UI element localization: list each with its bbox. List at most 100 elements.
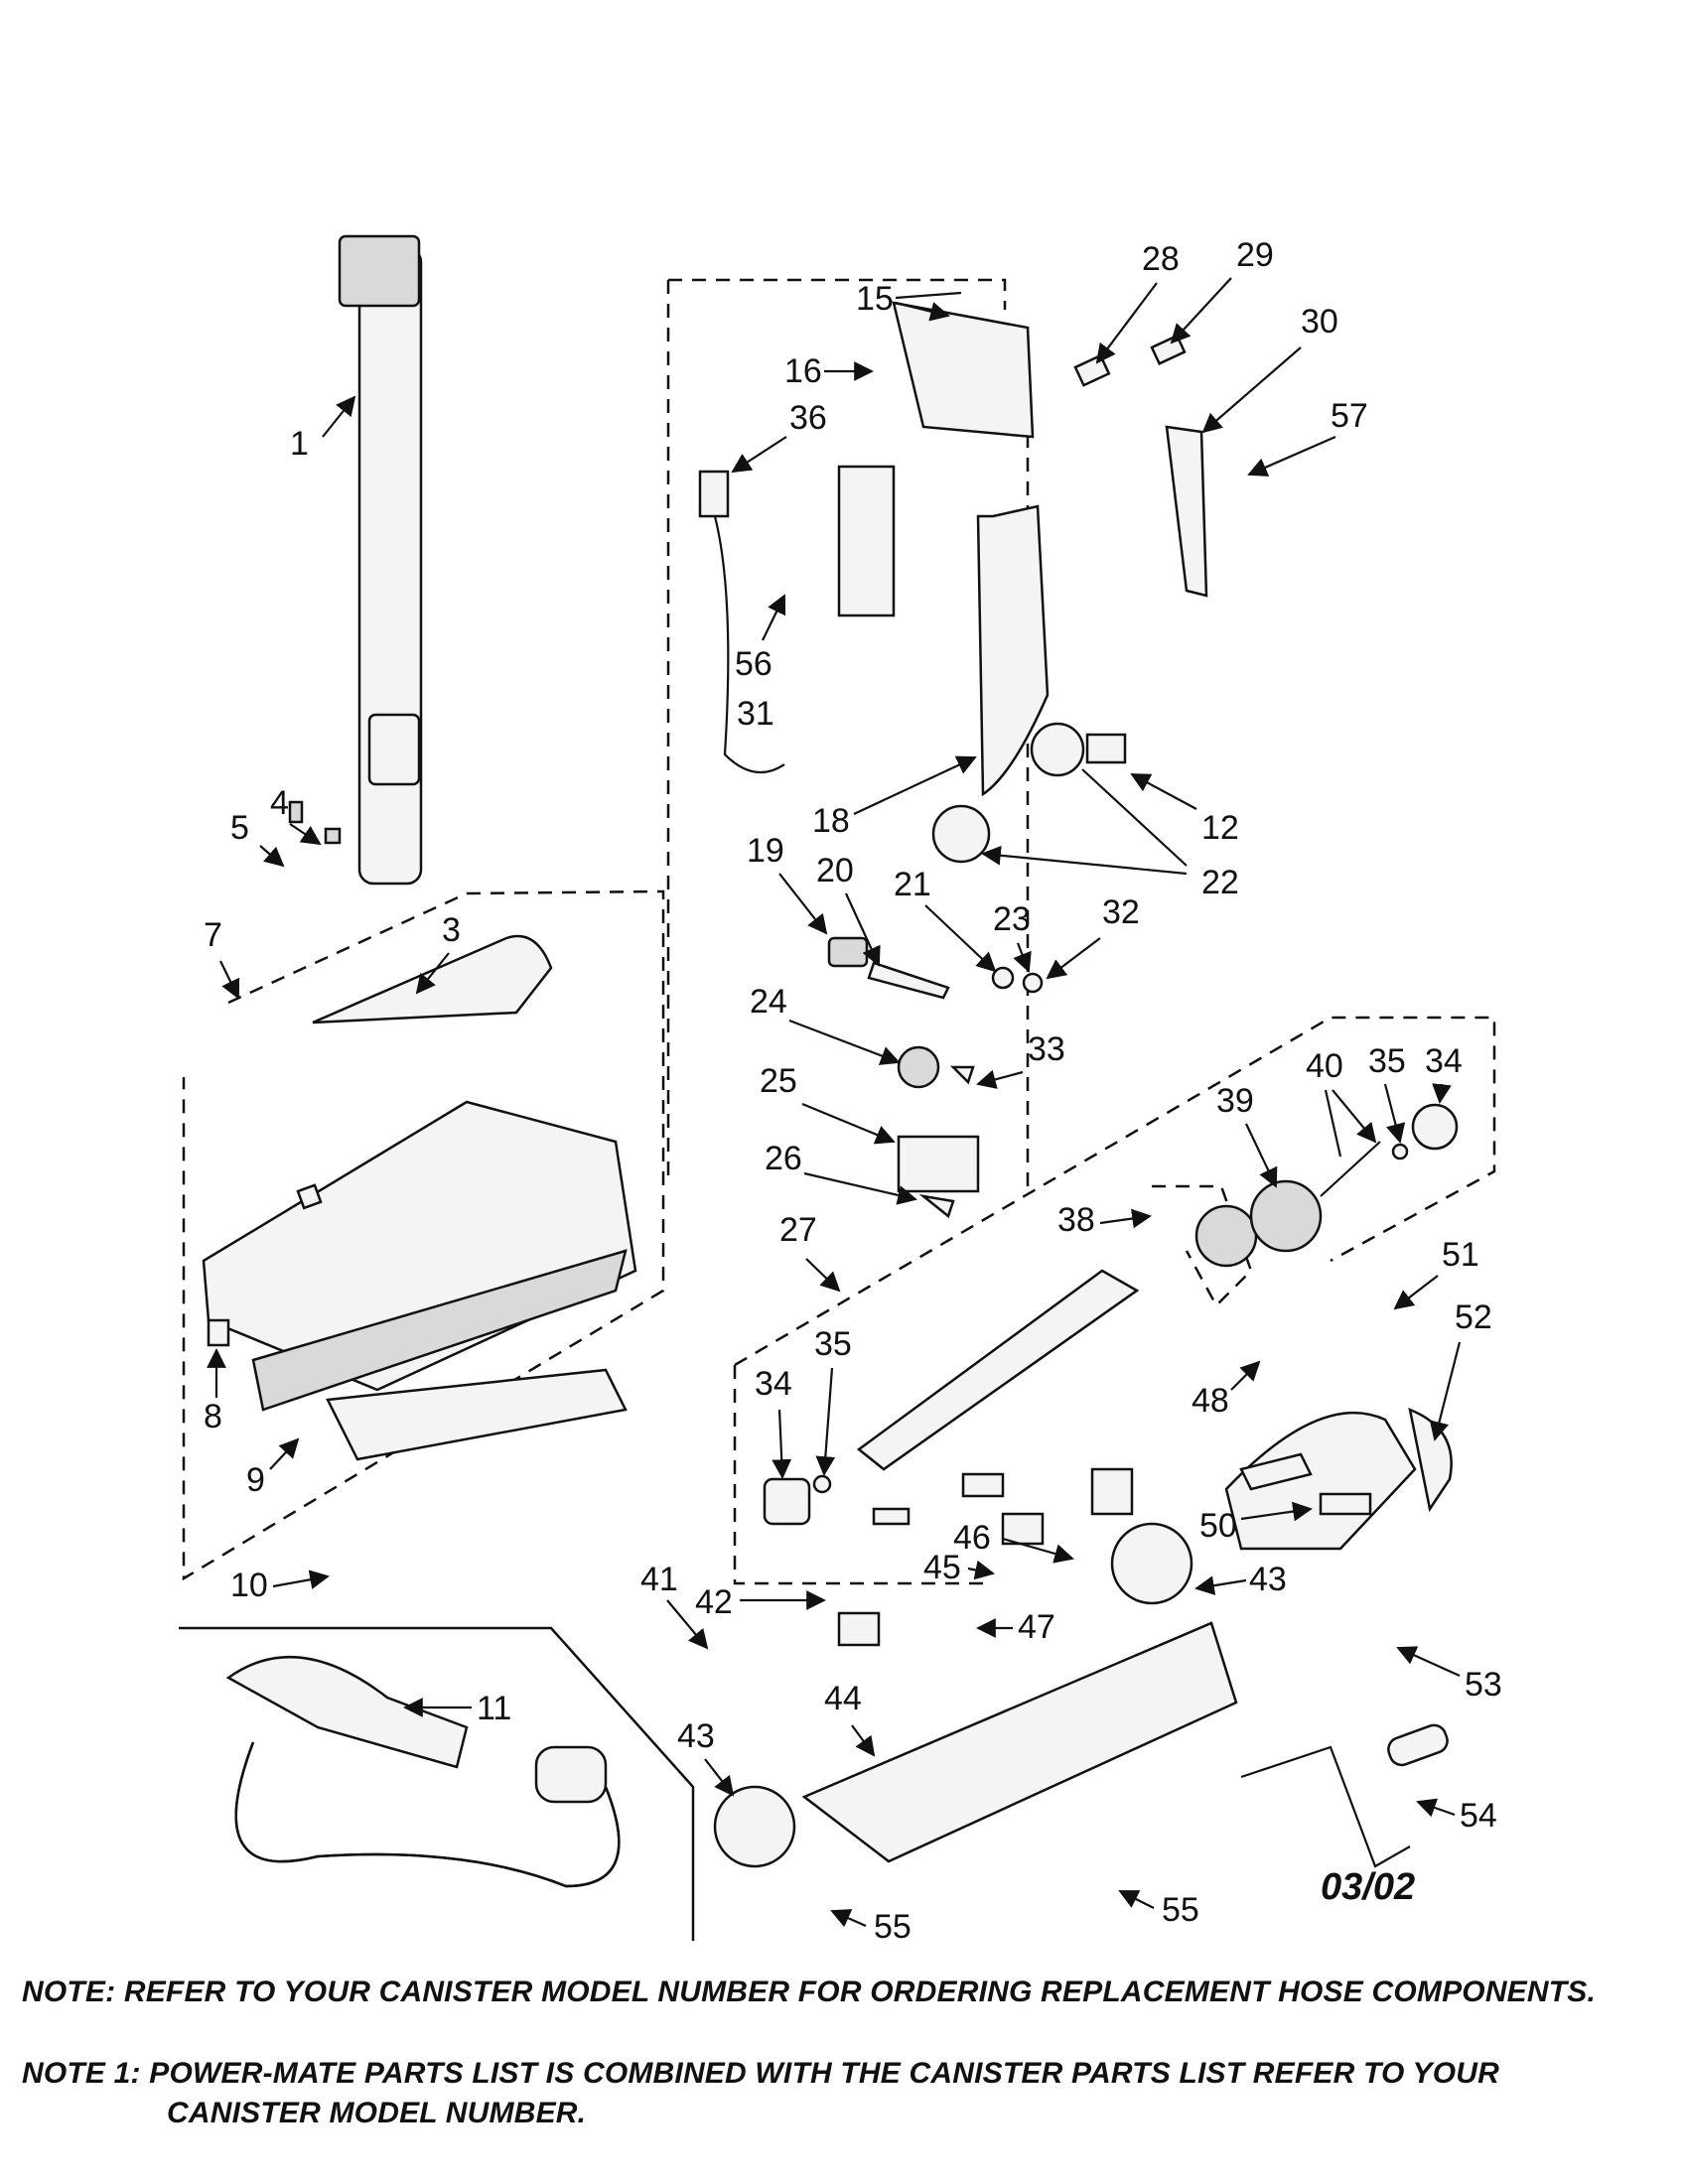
svg-text:52: 52	[1455, 1298, 1492, 1336]
callout-55-left: 55	[830, 1908, 912, 1946]
svg-text:45: 45	[923, 1549, 961, 1586]
svg-text:29: 29	[1236, 236, 1274, 274]
svg-text:50: 50	[1199, 1507, 1237, 1545]
group-boundary-brushroll	[733, 1016, 1496, 1585]
callout-16: 16	[784, 352, 874, 390]
svg-text:44: 44	[824, 1680, 862, 1717]
svg-text:8: 8	[204, 1398, 222, 1435]
svg-text:4: 4	[270, 784, 289, 822]
svg-text:16: 16	[784, 352, 822, 390]
svg-text:1: 1	[290, 425, 309, 463]
svg-text:38: 38	[1057, 1201, 1095, 1239]
svg-text:43: 43	[677, 1717, 715, 1755]
svg-text:3: 3	[442, 911, 461, 949]
svg-text:23: 23	[993, 900, 1031, 938]
base-assembly	[713, 1407, 1453, 1868]
callout-29: 29	[1170, 236, 1274, 344]
brushroll-assembly	[763, 1103, 1459, 1526]
callout-25: 25	[760, 1062, 896, 1145]
svg-text:12: 12	[1201, 809, 1239, 847]
note-hose-components: NOTE: REFER TO YOUR CANISTER MODEL NUMBE…	[22, 1976, 1597, 2008]
svg-text:56: 56	[735, 645, 772, 683]
callout-35-right: 35	[1368, 1042, 1406, 1144]
svg-text:35: 35	[1368, 1042, 1406, 1080]
callout-1: 1	[290, 395, 356, 463]
callout-36: 36	[731, 399, 827, 474]
callout-23: 23	[993, 900, 1032, 973]
hose-divider-line	[179, 1626, 695, 1941]
svg-text:9: 9	[246, 1461, 265, 1499]
callout-41: 41	[640, 1561, 709, 1650]
svg-text:53: 53	[1465, 1666, 1502, 1704]
callout-7: 7	[204, 916, 240, 1000]
callout-34-left: 34	[755, 1365, 792, 1479]
svg-text:35: 35	[814, 1325, 852, 1363]
note-power-mate-parts-list-continued: CANISTER MODEL NUMBER.	[167, 2097, 587, 2129]
callout-33: 33	[976, 1030, 1065, 1089]
svg-text:42: 42	[695, 1583, 733, 1621]
callout-32: 32	[1046, 893, 1140, 980]
svg-text:48: 48	[1192, 1382, 1229, 1420]
svg-text:7: 7	[204, 916, 222, 954]
callout-35-left: 35	[814, 1325, 852, 1476]
svg-text:19: 19	[747, 832, 784, 870]
svg-text:28: 28	[1142, 240, 1180, 278]
hood-assembly	[202, 800, 637, 1461]
callout-12: 12	[1130, 773, 1239, 847]
callout-34-right: 34	[1425, 1042, 1463, 1104]
callout-19: 19	[747, 832, 828, 935]
callout-43-left: 43	[677, 1717, 735, 1797]
group-boundary-hood	[182, 889, 665, 1581]
svg-text:46: 46	[953, 1519, 991, 1557]
svg-text:51: 51	[1442, 1236, 1479, 1274]
svg-text:21: 21	[894, 866, 931, 903]
svg-text:57: 57	[1331, 397, 1368, 435]
callout-24: 24	[750, 983, 901, 1065]
group-boundary-handle	[666, 278, 1030, 1186]
callout-11: 11	[403, 1690, 511, 1727]
callout-9: 9	[246, 1437, 300, 1499]
callout-8: 8	[204, 1348, 226, 1435]
callout-21: 21	[894, 866, 997, 973]
exploded-parts-diagram: 1 3 4 5 7 8 9 10 11 12 15 16	[179, 234, 1502, 1946]
callout-44: 44	[824, 1680, 876, 1757]
svg-text:25: 25	[760, 1062, 797, 1100]
svg-text:31: 31	[737, 695, 774, 733]
callout-20: 20	[816, 852, 881, 967]
svg-text:24: 24	[750, 983, 787, 1021]
svg-text:22: 22	[1201, 864, 1239, 901]
svg-text:10: 10	[230, 1567, 268, 1604]
callout-46: 46	[953, 1519, 1074, 1564]
callout-18: 18	[812, 755, 977, 840]
svg-text:33: 33	[1028, 1030, 1065, 1068]
callout-50: 50	[1199, 1501, 1313, 1545]
callout-54: 54	[1416, 1797, 1497, 1835]
svg-text:47: 47	[1018, 1608, 1055, 1646]
callout-26: 26	[765, 1140, 917, 1205]
svg-text:36: 36	[789, 399, 827, 437]
svg-text:55: 55	[874, 1908, 912, 1946]
callout-48: 48	[1192, 1360, 1261, 1420]
svg-text:15: 15	[856, 280, 894, 318]
callout-52: 52	[1429, 1298, 1492, 1441]
wand-tube	[338, 234, 423, 886]
callout-5: 5	[230, 809, 285, 868]
callout-57: 57	[1247, 397, 1368, 477]
callout-38: 38	[1057, 1201, 1152, 1239]
callout-4: 4	[270, 784, 322, 846]
svg-text:41: 41	[640, 1561, 678, 1598]
callout-27: 27	[779, 1211, 841, 1293]
callout-15: 15	[856, 280, 961, 318]
date-code: 03/02	[1321, 1866, 1416, 1908]
switch-assembly	[827, 936, 1044, 1219]
svg-text:55: 55	[1162, 1891, 1199, 1929]
svg-text:11: 11	[477, 1690, 511, 1727]
callout-43-right: 43	[1194, 1561, 1287, 1598]
svg-text:26: 26	[765, 1140, 802, 1177]
svg-text:34: 34	[755, 1365, 792, 1403]
callout-55-right: 55	[1118, 1890, 1199, 1929]
callout-51: 51	[1393, 1236, 1479, 1310]
svg-text:20: 20	[816, 852, 854, 889]
callout-28: 28	[1095, 240, 1180, 364]
callout-22: 22	[983, 768, 1239, 901]
